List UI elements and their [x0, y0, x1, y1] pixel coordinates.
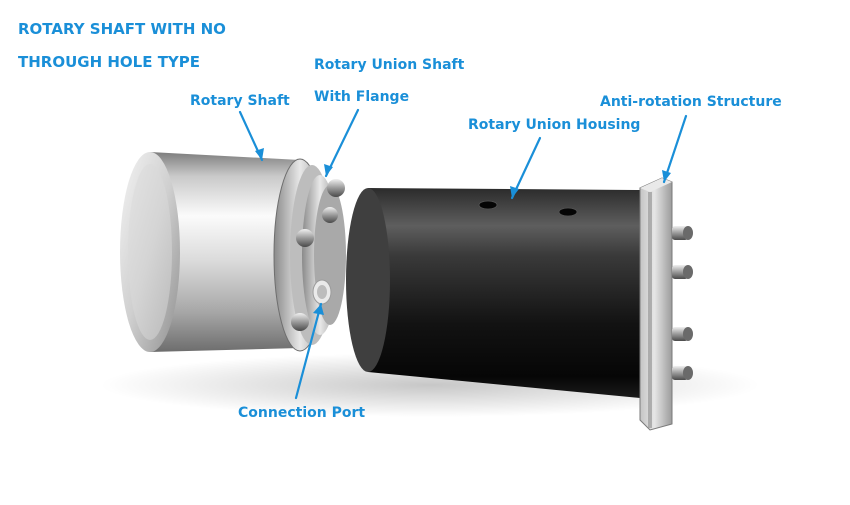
callout-housing-arrow — [510, 186, 519, 198]
diagram-title-line2: THROUGH HOLE TYPE — [18, 53, 201, 71]
callout-anti-rotation-arrow — [662, 170, 671, 182]
union-shaft-flange — [273, 158, 346, 352]
label-connection-port: Connection Port — [238, 405, 366, 421]
flange-bolts — [291, 179, 345, 331]
plate-bolts — [672, 226, 693, 380]
callout-connection-port-arrow — [313, 304, 324, 315]
callout-union-shaft — [324, 108, 360, 178]
connection-port — [312, 279, 332, 305]
label-rotary-shaft: Rotary Shaft — [190, 93, 290, 109]
label-union-shaft-line1: Rotary Union Shaft — [314, 57, 465, 73]
callout-rotary-shaft-arrow — [255, 148, 264, 160]
rotary-union-housing — [346, 188, 640, 398]
label-union-shaft-line2: With Flange — [314, 89, 410, 105]
callout-housing — [510, 136, 542, 200]
rotary-shaft — [120, 152, 300, 352]
callout-union-shaft-arrow — [324, 164, 333, 176]
label-anti-rotation: Anti-rotation Structure — [600, 94, 782, 110]
anti-rotation-plate — [639, 177, 673, 431]
diagram-title-line1: ROTARY SHAFT WITH NO — [18, 20, 226, 38]
callout-anti-rotation — [662, 114, 688, 184]
callout-connection-port — [294, 302, 323, 400]
label-housing: Rotary Union Housing — [468, 117, 641, 133]
